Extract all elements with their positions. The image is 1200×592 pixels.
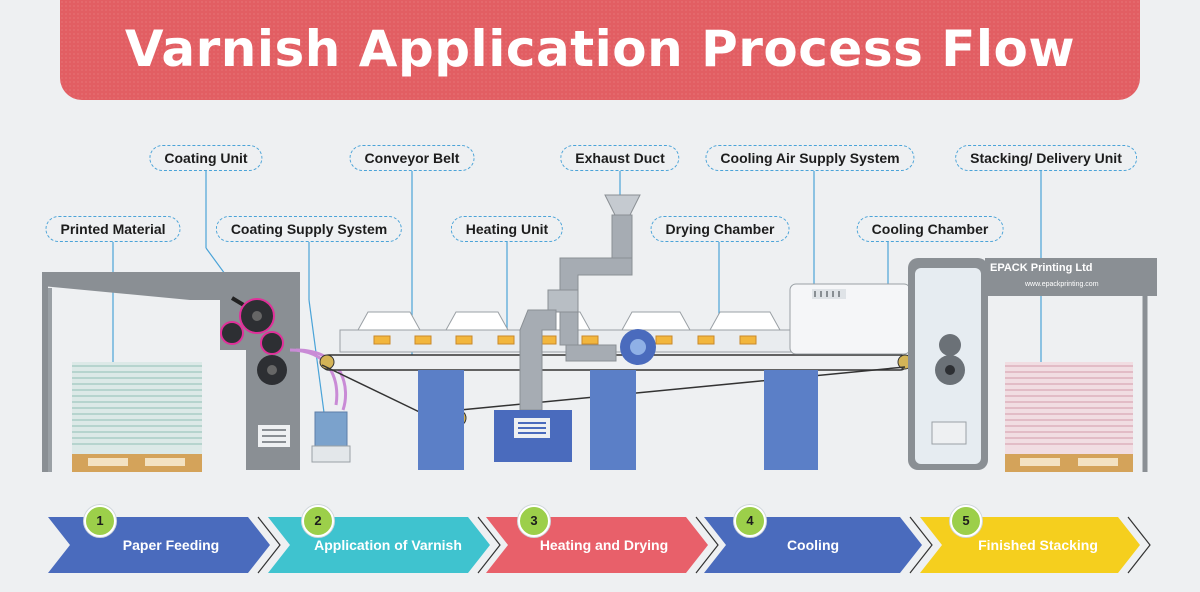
step-3-label: Heating and Drying [539, 537, 669, 553]
label-exhaust-duct: Exhaust Duct [560, 145, 680, 171]
title-banner: Varnish Application Process Flow [60, 0, 1140, 100]
step-4-label: Cooling [786, 537, 840, 553]
cooling-chamber [789, 283, 911, 355]
label-heating-unit: Heating Unit [450, 216, 564, 242]
brand-name: EPACK Printing Ltd [990, 262, 1093, 274]
label-cooling-chamber: Cooling Chamber [856, 216, 1004, 242]
step-5-badge: 5 [950, 505, 982, 537]
label-conveyor-belt: Conveyor Belt [349, 145, 475, 171]
step-2-label: Application of Varnish [314, 537, 462, 553]
conveyor-legs [418, 370, 818, 470]
label-coating-unit: Coating Unit [149, 145, 263, 171]
step-1-label: Paper Feeding [122, 537, 220, 553]
step-1-badge: 1 [84, 505, 116, 537]
exhaust-duct [494, 194, 656, 462]
paper-stack-left [72, 362, 202, 472]
label-printed-material: Printed Material [45, 216, 181, 242]
label-drying-chamber: Drying Chamber [650, 216, 790, 242]
step-5-label: Finished Stacking [978, 537, 1098, 553]
paper-stack-right [1005, 362, 1133, 472]
label-cooling-air-supply-system: Cooling Air Supply System [705, 145, 915, 171]
brand-url: www.epackprinting.com [1025, 281, 1099, 288]
feeder-frame [42, 272, 300, 472]
label-stacking-delivery-unit: Stacking/ Delivery Unit [955, 145, 1137, 171]
delivery-frame [908, 258, 1157, 472]
label-coating-supply-system: Coating Supply System [215, 216, 403, 242]
step-2-badge: 2 [302, 505, 334, 537]
coating-rollers [220, 296, 287, 385]
step-3-badge: 3 [518, 505, 550, 537]
page-title: Varnish Application Process Flow [124, 20, 1076, 78]
step-4-badge: 4 [734, 505, 766, 537]
coating-supply-tank [289, 348, 351, 463]
